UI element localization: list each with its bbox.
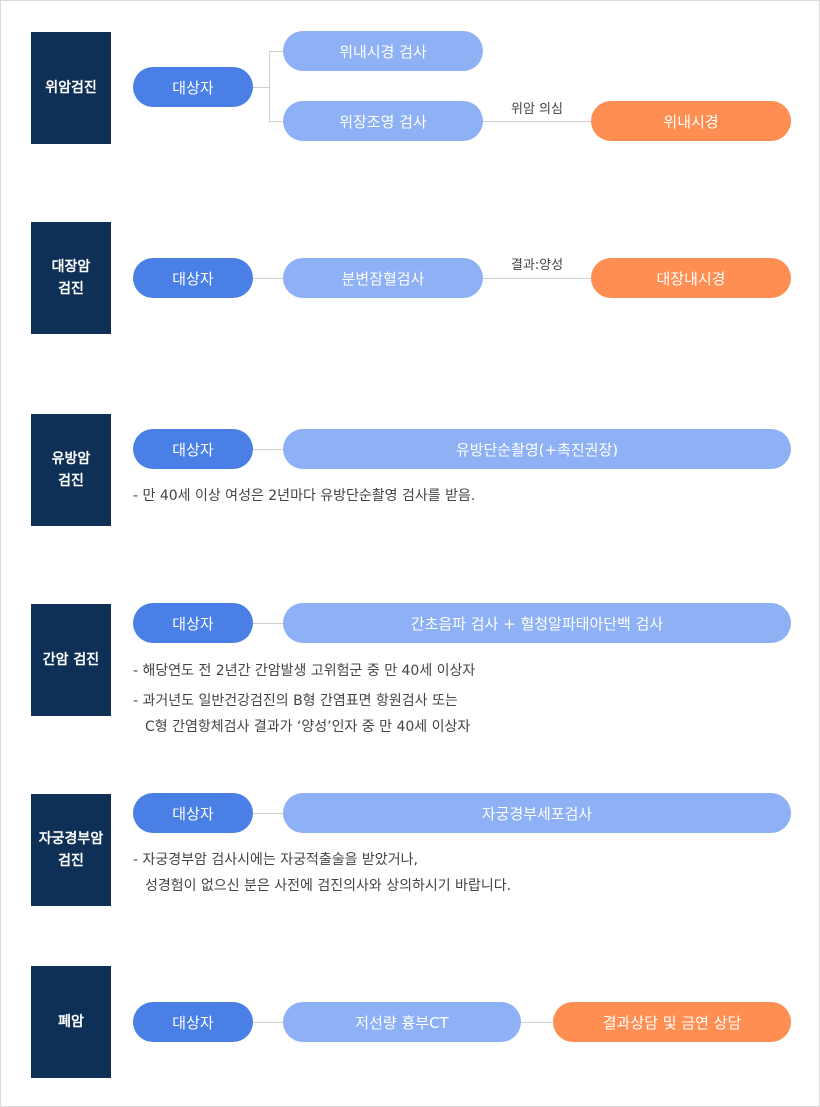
- edge-label: 결과:양성: [510, 258, 564, 273]
- result-pill: 결과상담 및 금연 상담: [553, 1002, 791, 1042]
- result-pill: 위내시경: [591, 101, 791, 141]
- connector: [253, 813, 283, 814]
- connector: [253, 449, 283, 450]
- test-pill: 분변잠혈검사: [283, 258, 483, 298]
- connector: [483, 278, 591, 279]
- category-liver-cancer: 간암 검진: [31, 604, 111, 716]
- connector: [269, 121, 283, 122]
- target-pill: 대상자: [133, 258, 253, 298]
- target-pill: 대상자: [133, 429, 253, 469]
- connector: [521, 1022, 553, 1023]
- target-pill: 대상자: [133, 1002, 253, 1042]
- category-lung-cancer: 폐암: [31, 966, 111, 1078]
- target-pill: 대상자: [133, 603, 253, 643]
- test-pill: 유방단순촬영(+촉진권장): [283, 429, 791, 469]
- target-pill: 대상자: [133, 67, 253, 107]
- connector: [253, 623, 283, 624]
- connector: [483, 121, 591, 122]
- note-continued: 성경험이 없으신 분은 사전에 검진의사와 상의하시기 바랍니다.: [145, 878, 512, 894]
- category-stomach-cancer: 위암검진: [31, 32, 111, 144]
- edge-label: 위암 의심: [511, 102, 563, 117]
- connector: [269, 51, 283, 52]
- note: - 만 40세 이상 여성은 2년마다 유방단순촬영 검사를 받음.: [133, 488, 476, 504]
- connector: [253, 278, 283, 279]
- result-pill: 대장내시경: [591, 258, 791, 298]
- connector: [253, 1022, 283, 1023]
- test-pill-contrast: 위장조영 검사: [283, 101, 483, 141]
- test-pill: 간초음파 검사 + 혈청알파태아단백 검사: [283, 603, 791, 643]
- note-continued: C형 간염항체검사 결과가 ‘양성’인자 중 만 40세 이상자: [145, 719, 471, 735]
- note: - 과거년도 일반건강검진의 B형 간염표면 항원검사 또는: [133, 693, 458, 709]
- target-pill: 대상자: [133, 793, 253, 833]
- note: - 자궁경부암 검사시에는 자궁적출술을 받았거나,: [133, 852, 418, 868]
- test-pill: 자궁경부세포검사: [283, 793, 791, 833]
- test-pill: 저선량 흉부CT: [283, 1002, 521, 1042]
- test-pill-endoscopy: 위내시경 검사: [283, 31, 483, 71]
- note: - 해당연도 전 2년간 간암발생 고위험군 중 만 40세 이상자: [133, 663, 476, 679]
- connector: [253, 87, 269, 88]
- connector: [269, 51, 270, 121]
